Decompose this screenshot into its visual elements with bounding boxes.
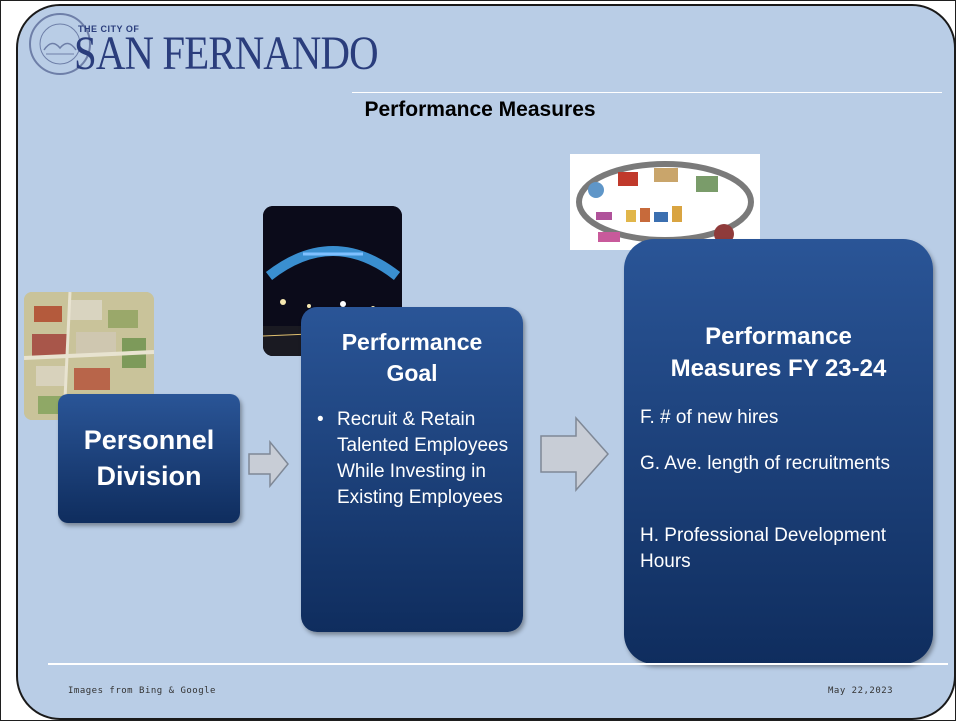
measures-title-line1: Performance xyxy=(705,323,852,350)
footer-rule xyxy=(48,663,948,665)
goal-bullet-list: Recruit & Retain Talented Employees Whil… xyxy=(315,407,515,511)
performance-measures-box: Performance Measures FY 23-24 F. # of ne… xyxy=(624,239,933,664)
goal-title-line1: Performance xyxy=(341,329,483,355)
arrow-right-icon xyxy=(248,440,289,488)
city-seal-icon xyxy=(29,13,91,75)
measure-item: G. Ave. length of recruitments xyxy=(640,453,890,474)
arrow-right-icon xyxy=(540,416,610,492)
personnel-title-line1: Personnel xyxy=(83,425,215,455)
measure-item: F. # of new hires xyxy=(640,407,779,428)
goal-bullet: Recruit & Retain Talented Employees Whil… xyxy=(315,407,515,511)
header-rule xyxy=(352,92,942,93)
footer-credit: Images from Bing & Google xyxy=(68,686,216,696)
neighborhood-illustration-image xyxy=(570,154,760,250)
measure-item: H. Professional Development Hours xyxy=(640,525,887,572)
personnel-division-box: Personnel Division xyxy=(58,394,240,523)
logo-text: SAN FERNANDO xyxy=(74,27,379,80)
goal-title-line2: Goal xyxy=(386,360,438,386)
performance-goal-box: Performance Goal Recruit & Retain Talent… xyxy=(301,307,523,632)
personnel-title: Personnel Division xyxy=(58,422,240,494)
logo-small-text: THE CITY OF xyxy=(78,24,140,34)
goal-title: Performance Goal xyxy=(301,327,523,389)
measures-title-line2: Measures FY 23-24 xyxy=(670,355,887,382)
personnel-title-line2: Division xyxy=(96,461,202,491)
measures-title: Performance Measures FY 23-24 xyxy=(624,321,933,385)
slide-title: Performance Measures xyxy=(364,98,596,121)
footer-date: May 22,2023 xyxy=(828,686,894,696)
